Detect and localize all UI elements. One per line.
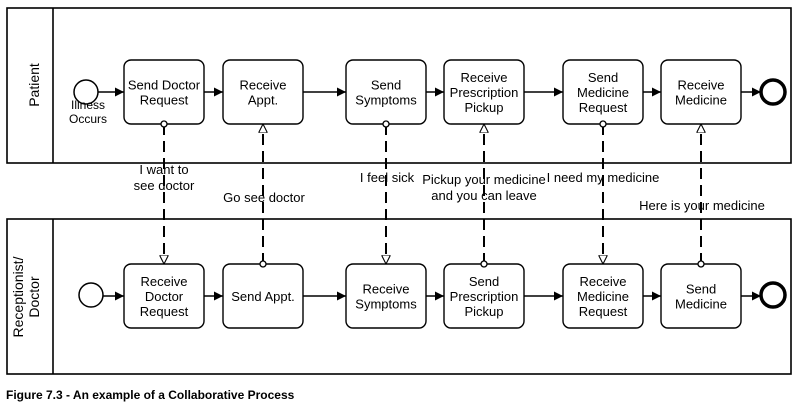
task-label: Send Appt. bbox=[231, 289, 295, 304]
message-label: I feel sick bbox=[360, 170, 415, 185]
pool-label-patient: Patient bbox=[26, 63, 42, 107]
message-flow: Here is your medicine bbox=[639, 124, 765, 268]
message-label: Go see doctor bbox=[223, 190, 305, 205]
start-event-doctor bbox=[78, 282, 104, 308]
sequence-flows bbox=[98, 87, 761, 301]
message-flow: Go see doctor bbox=[223, 124, 305, 268]
task-dt2: Send Appt. bbox=[222, 263, 304, 329]
end-event-patient bbox=[759, 78, 787, 106]
pool-label-doctor: Receptionist/Doctor bbox=[10, 256, 42, 337]
end-event-doctor bbox=[759, 281, 787, 309]
figure-caption: Figure 7.3 - An example of a Collaborati… bbox=[6, 388, 295, 402]
message-label: Here is your medicine bbox=[639, 198, 765, 213]
message-flow: I need my medicine bbox=[547, 120, 660, 264]
message-label: I need my medicine bbox=[547, 170, 660, 185]
message-flow: I feel sick bbox=[360, 120, 415, 264]
